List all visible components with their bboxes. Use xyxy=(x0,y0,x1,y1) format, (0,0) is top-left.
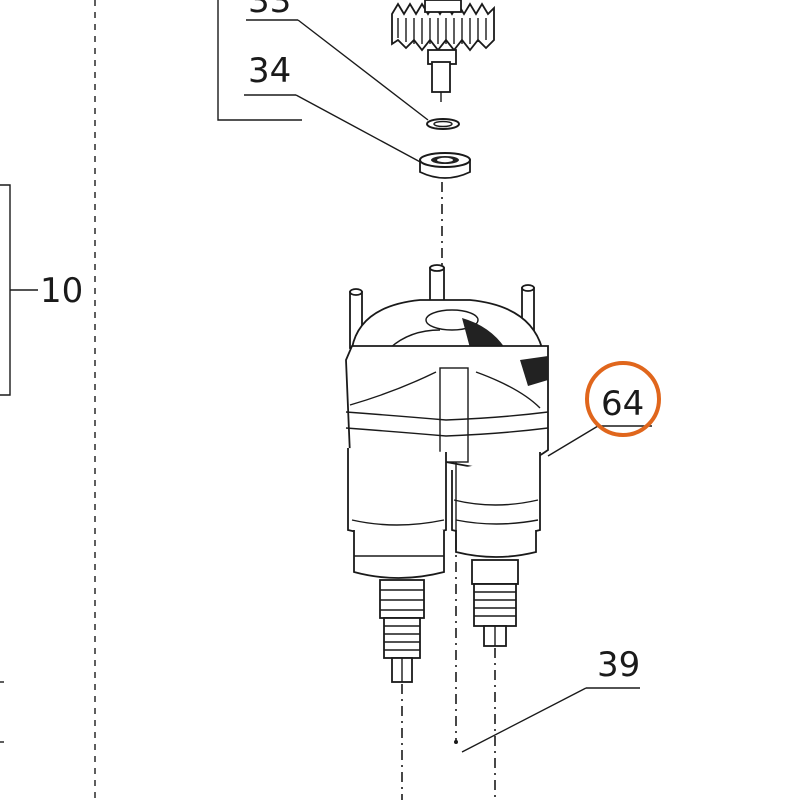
washer-part xyxy=(426,118,460,130)
callout-39: 39 xyxy=(597,645,640,685)
gear-part xyxy=(391,0,495,102)
bracket-33-34 xyxy=(217,0,302,121)
callout-34: 34 xyxy=(248,51,291,91)
callout-33: 33 xyxy=(248,0,291,21)
bracket-10 xyxy=(0,184,38,396)
callout-10: 10 xyxy=(40,271,83,311)
axis-end-dot xyxy=(454,740,458,744)
leader-34 xyxy=(295,94,425,165)
highlight-ring xyxy=(585,361,661,437)
leader-64 xyxy=(547,425,599,457)
motor-assembly-part xyxy=(345,264,549,683)
callout-64: 64 xyxy=(601,384,644,424)
bearing-part xyxy=(419,152,471,179)
leader-33 xyxy=(297,19,429,121)
leader-39 xyxy=(461,687,587,753)
